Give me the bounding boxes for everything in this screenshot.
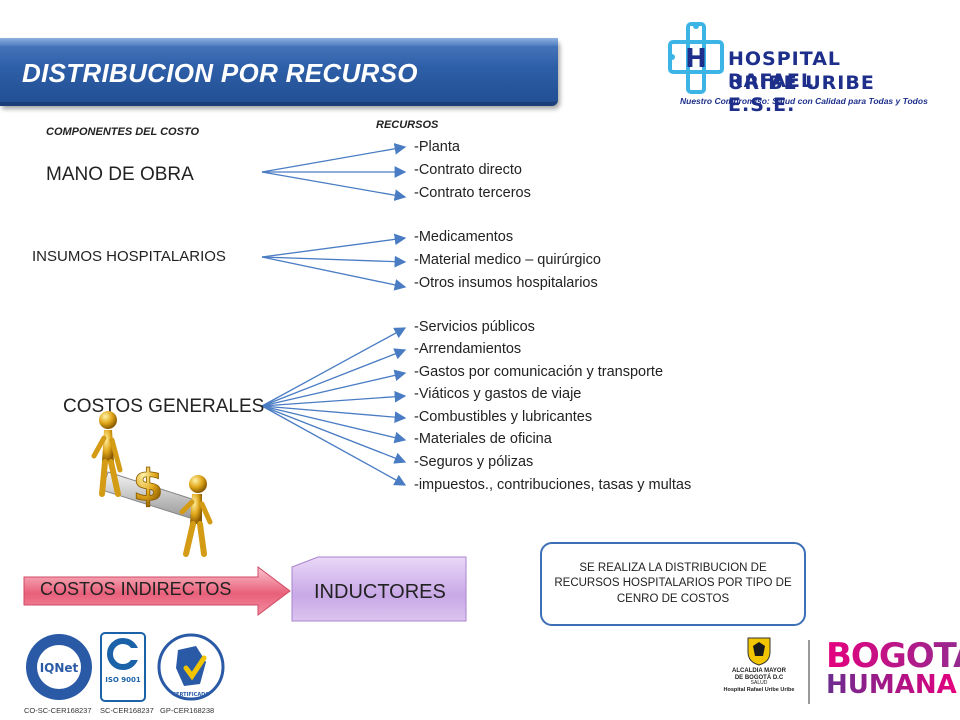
stretcher-figures-illustration: $ — [91, 411, 213, 557]
cert-code: CO-SC-CER168237 — [24, 706, 92, 715]
resource-item: -Contrato directo — [414, 162, 522, 178]
resource-item: -Otros insumos hospitalarios — [414, 275, 598, 291]
indirect-costs-arrow — [23, 566, 291, 616]
resources-header: RECURSOS — [376, 119, 439, 131]
alcaldia-line4: Hospital Rafael Uribe Uribe — [723, 686, 795, 693]
resource-item: -Contrato terceros — [414, 185, 531, 201]
alcaldia-line2: DE BOGOTÁ D.C — [734, 674, 784, 681]
resource-item: -impuestos., contribuciones, tasas y mul… — [414, 477, 692, 493]
note-text: SE REALIZA LA DISTRIBUCION DE RECURSOS H… — [554, 562, 792, 605]
iqnet-text: IQNet — [40, 661, 79, 675]
hospital-cross-icon: H — [668, 22, 724, 94]
resource-item: -Planta — [414, 139, 460, 155]
drivers-label: INDUCTORES — [314, 581, 446, 603]
title-band — [0, 38, 558, 106]
category-mano-de-obra: MANO DE OBRA — [46, 164, 194, 185]
resource-item: -Gastos por comunicación y transporte — [414, 364, 664, 380]
icontec-iso9001-icon: ISO 9001 — [100, 632, 146, 702]
ntcgp-colombia-icon: CERTIFICADO — [157, 633, 225, 701]
bogota-shield-icon — [747, 637, 771, 666]
slide-title: DISTRIBUCION POR RECURSO — [22, 58, 418, 88]
bogota-humana-logo-line1: BOGOTÁ — [826, 636, 960, 676]
cert-code: GP-CER168238 — [160, 706, 215, 715]
drivers-shape — [291, 556, 467, 622]
indirect-costs-label: COSTOS INDIRECTOS — [40, 579, 232, 599]
cert-code: SC-CER168237 — [100, 706, 154, 715]
category-insumos-hospitalarios: INSUMOS HOSPITALARIOS — [32, 248, 226, 265]
iqnet-certified-icon: IQNet — [26, 634, 92, 700]
logo-slogan: Nuestro Compromiso: Salud con Calidad pa… — [680, 96, 928, 106]
resource-item: -Arrendamientos — [414, 341, 522, 357]
bogota-humana-logo-line2: HUMANA — [826, 670, 957, 700]
components-header: COMPONENTES DEL COSTO — [46, 126, 200, 138]
alcaldia-line1: ALCALDIA MAYOR — [732, 668, 786, 674]
category-costos-generales: COSTOS GENERALES — [63, 396, 265, 417]
resource-item: -Medicamentos — [414, 229, 514, 245]
alcaldia-logo: ALCALDIA MAYOR DE BOGOTÁ D.C SALUD Hospi… — [716, 636, 802, 698]
iso9001-text: ISO 9001 — [105, 676, 141, 684]
ntcgp-text: CERTIFICADO — [172, 692, 209, 698]
svg-text:H: H — [685, 44, 707, 74]
footer-divider — [808, 640, 810, 704]
logo-name-line1: HOSPITAL RAFAEL — [728, 48, 842, 92]
resource-item: -Materiales de oficina — [414, 431, 552, 447]
alcaldia-line3: SALUD — [750, 680, 768, 687]
logo-name-line2: URIBE URIBE E.S.E. — [728, 72, 875, 116]
resource-item: -Viáticos y gastos de viaje — [414, 386, 582, 402]
resource-item: -Material medico – quirúrgico — [414, 252, 601, 268]
resource-item: -Combustibles y lubricantes — [414, 409, 593, 425]
svg-text:$: $ — [133, 460, 164, 511]
resource-item: -Seguros y pólizas — [414, 454, 534, 470]
hospital-logo: H HOSPITAL RAFAEL URIBE URIBE E.S.E. Nue… — [668, 20, 928, 116]
note-box: SE REALIZA LA DISTRIBUCION DE RECURSOS H… — [540, 542, 806, 626]
resource-item: -Servicios públicos — [414, 319, 535, 335]
